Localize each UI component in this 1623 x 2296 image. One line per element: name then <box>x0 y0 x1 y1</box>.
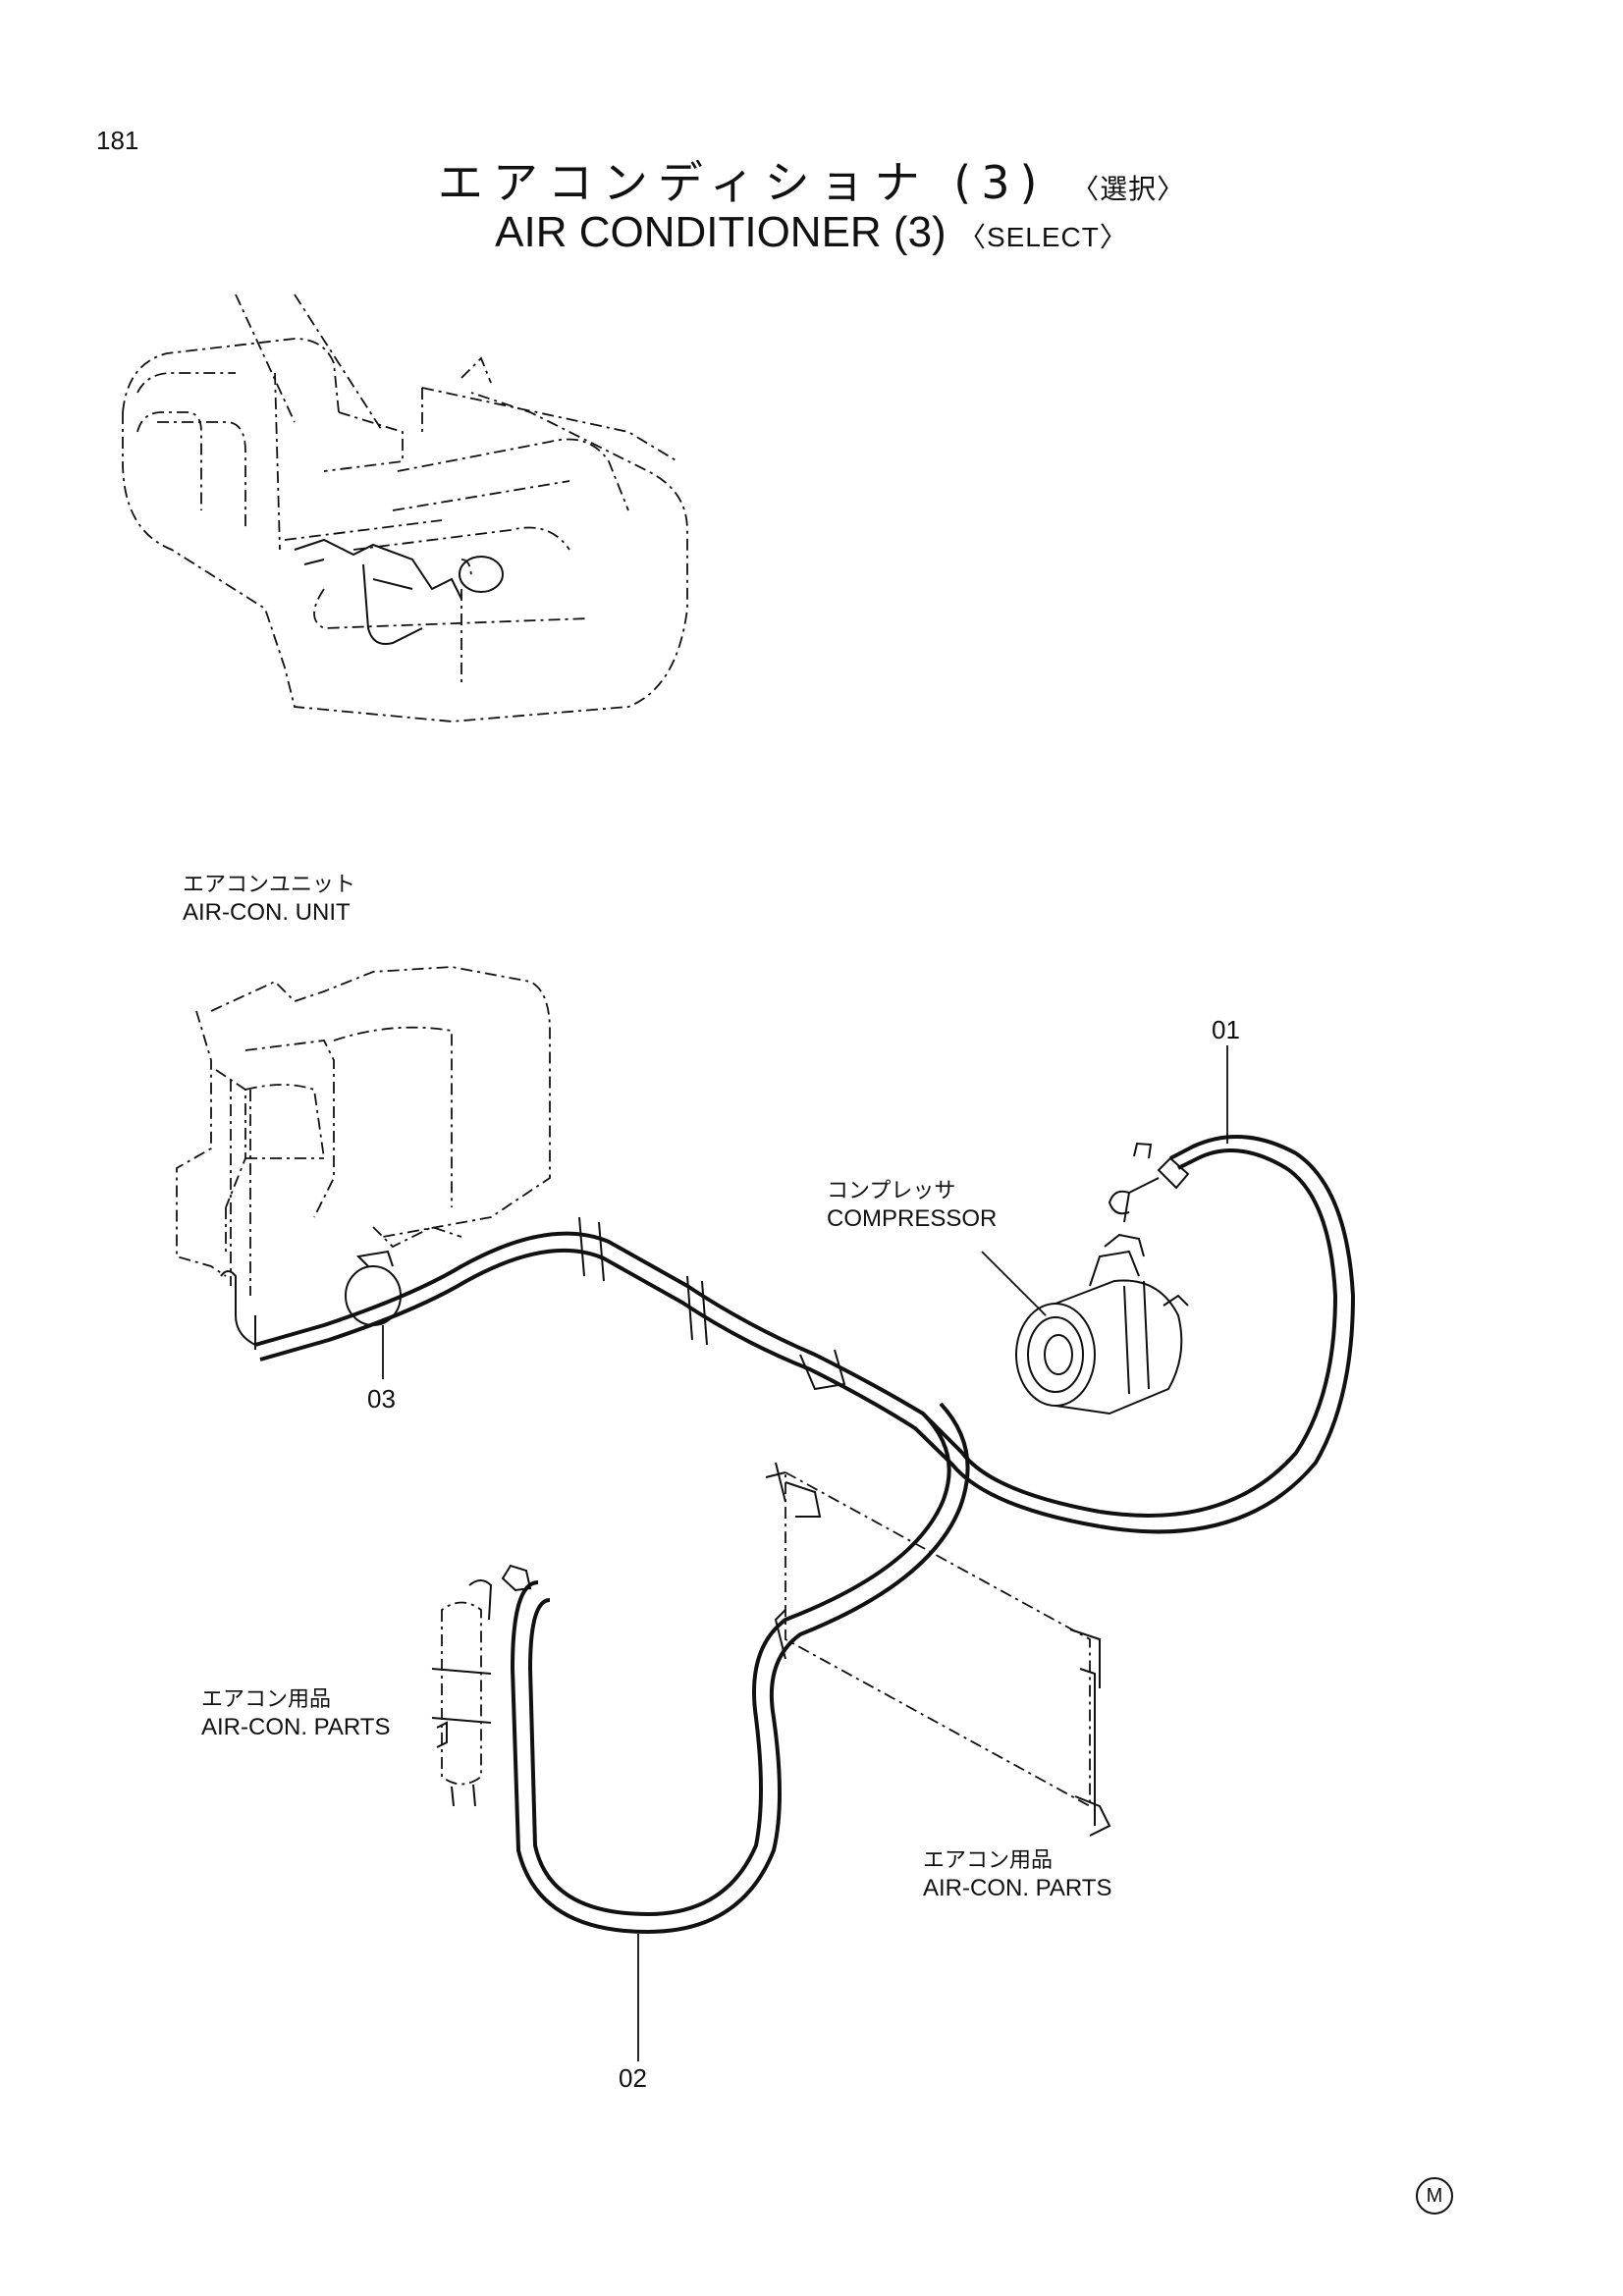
title-japanese: エアコンディショナ (3) 〈選択〉 <box>0 147 1623 212</box>
part-number-02: 02 <box>619 2063 647 2093</box>
hose-01-route <box>1099 1135 1356 1534</box>
page-number: 181 <box>96 126 139 155</box>
label-aircon-parts-right: エアコン用品 AIR-CON. PARTS <box>923 1847 1111 1902</box>
label-aircon-parts-left: エアコン用品 AIR-CON. PARTS <box>201 1686 390 1741</box>
part-number-03: 03 <box>367 1384 396 1414</box>
title-en-text: AIR CONDITIONER (3) <box>495 208 947 256</box>
hose-02-route <box>501 1402 970 1935</box>
part-number-01: 01 <box>1212 1015 1240 1044</box>
label-compressor-en: COMPRESSOR <box>827 1205 998 1232</box>
title-english: AIR CONDITIONER (3) 〈SELECT〉 <box>0 208 1623 257</box>
receiver-drier-illustration <box>431 1579 493 1807</box>
label-aircon-parts-left-jp: エアコン用品 <box>201 1687 332 1712</box>
label-aircon-unit-en: AIR-CON. UNIT <box>183 899 351 926</box>
aircon-unit-illustration <box>176 966 551 1350</box>
condenser-illustration <box>765 1462 1111 1837</box>
title-en-select: 〈SELECT〉 <box>957 222 1128 252</box>
compressor-illustration <box>1015 1233 1189 1415</box>
label-aircon-unit-jp: エアコンユニット <box>183 873 356 897</box>
machine-overview-illustration <box>122 294 688 722</box>
label-compressor: コンプレッサ COMPRESSOR <box>827 1178 997 1233</box>
label-aircon-parts-left-en: AIR-CON. PARTS <box>201 1714 391 1740</box>
label-aircon-parts-right-jp: エアコン用品 <box>923 1848 1054 1873</box>
leader-lines <box>382 1045 1228 2061</box>
label-compressor-jp: コンプレッサ <box>827 1179 956 1203</box>
title-jp-text: エアコンディショナ (3) <box>437 156 1048 209</box>
label-aircon-unit: エアコンユニット AIR-CON. UNIT <box>183 872 355 927</box>
circled-m-mark: M <box>1416 2177 1453 2215</box>
title-jp-select: 〈選択〉 <box>1071 173 1186 205</box>
label-aircon-parts-right-en: AIR-CON. PARTS <box>923 1875 1112 1901</box>
hose-03-route <box>254 1216 1101 1528</box>
